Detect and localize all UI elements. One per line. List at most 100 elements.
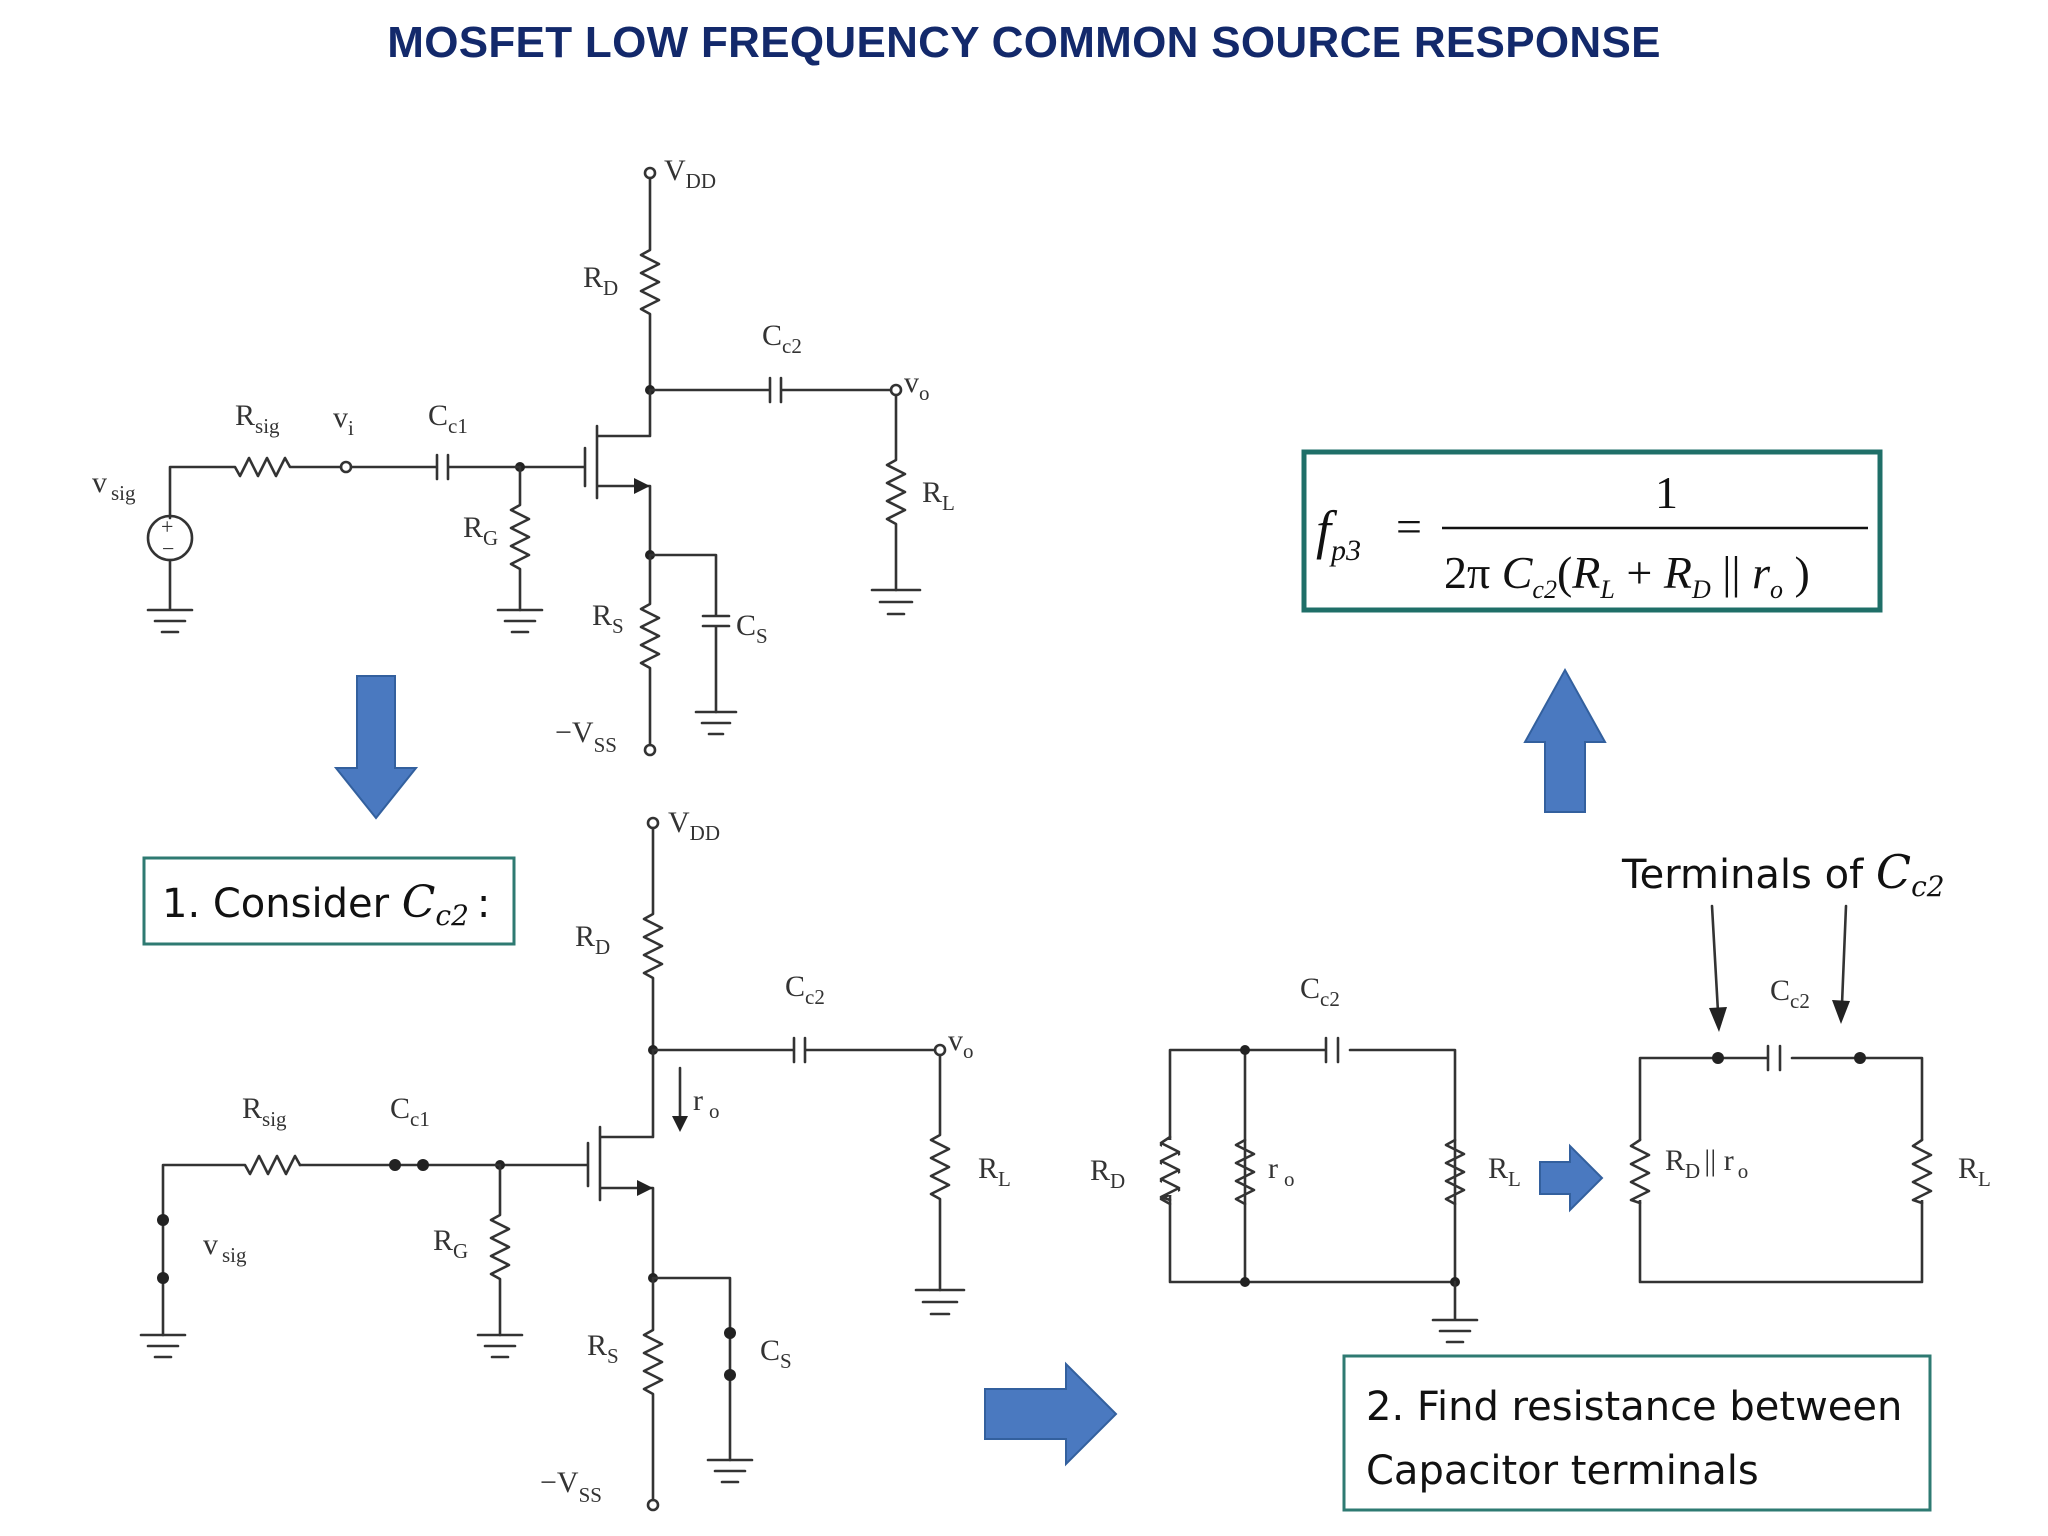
- mosfet-symbol: [518, 388, 652, 557]
- circuit-1: VDD RD Cc2 vo RL CS RS −VSS Cc1 RG vi: [92, 154, 955, 757]
- cc1-label: Cc1: [390, 1092, 430, 1131]
- step2-callout: [1342, 1354, 1932, 1512]
- formula: fp3 = 1 2π Cc2(RL + RD || ro ): [1316, 467, 1868, 604]
- arrow-right-icon: [984, 1361, 1118, 1467]
- rl-label: RL: [978, 1152, 1011, 1191]
- ground-icon: [496, 608, 544, 634]
- rs-label: RS: [592, 599, 624, 638]
- vo-label: vo: [904, 366, 930, 405]
- rl-resistor: [885, 393, 907, 592]
- vo-label: vo: [948, 1024, 974, 1063]
- ground-icon: [476, 1333, 524, 1359]
- cc2-label: Cc2: [1300, 972, 1340, 1011]
- step1-text: 1. Consider Cc2:: [162, 877, 490, 932]
- cs-terminal-bottom: [724, 1369, 736, 1381]
- cc2-label: Cc2: [785, 970, 825, 1009]
- vsig-terminal-top: [157, 1214, 169, 1226]
- ground-icon: [914, 1288, 966, 1316]
- page-title: MOSFET LOW FREQUENCY COMMON SOURCE RESPO…: [387, 18, 1661, 67]
- rl-resistor: [1444, 1138, 1466, 1206]
- step1-callout: [142, 856, 516, 946]
- terminal-pointer-left: [1710, 904, 1720, 1014]
- rsig-resistor: [161, 1154, 302, 1337]
- cc1-terminal-left: [389, 1159, 401, 1171]
- rsig-label: Rsig: [242, 1092, 287, 1131]
- ro-arrowhead-icon: [672, 1116, 688, 1132]
- cc2-capacitor: [648, 376, 893, 404]
- formula-box: [1301, 449, 1883, 613]
- ground-icon: [1431, 1280, 1479, 1344]
- source-arrow-icon: [637, 1180, 653, 1196]
- source-plus: +: [161, 514, 173, 539]
- step2-line2: Capacitor terminals: [1366, 1448, 1759, 1494]
- rl-label: RL: [922, 476, 955, 515]
- terminal-pointer-right: [1840, 904, 1848, 1006]
- rd-label: RD: [583, 261, 618, 300]
- vi-label: vi: [333, 401, 354, 440]
- rg-resistor: [509, 465, 531, 612]
- rd-label: RD: [1090, 1154, 1125, 1193]
- rg-label: RG: [463, 511, 498, 550]
- cc1-label: Cc1: [428, 399, 468, 438]
- formula-numerator: 1: [1655, 467, 1678, 518]
- rl-label: RL: [1958, 1152, 1991, 1191]
- vss-label: −VSS: [540, 1466, 602, 1507]
- rd-ro-resistor: [1629, 1138, 1651, 1205]
- rs-resistor: [642, 1276, 664, 1502]
- vo-terminal: [889, 383, 903, 397]
- cc2-terminal-right: [1854, 1052, 1866, 1064]
- rs-resistor: [639, 553, 661, 747]
- source-minus: −: [162, 536, 174, 561]
- cc2-label: Cc2: [762, 319, 802, 358]
- rl-resistor: [929, 1053, 951, 1292]
- pointer-arrowhead-icon: [1832, 1000, 1850, 1024]
- formula-equals: =: [1396, 501, 1422, 552]
- ground-icon: [139, 1333, 187, 1359]
- rg-resistor: [298, 1163, 511, 1337]
- equivalent-loop: [1168, 1036, 1457, 1284]
- step2-line1: 2. Find resistance between: [1366, 1384, 1902, 1430]
- vdd-terminal: [643, 166, 657, 180]
- node: [1240, 1045, 1250, 1055]
- arrow-down-icon: [333, 675, 419, 820]
- source-arrow-icon: [634, 478, 650, 494]
- vdd-label: VDD: [668, 806, 720, 845]
- rl-resistor: [1911, 1138, 1933, 1205]
- node: [1240, 1277, 1250, 1287]
- arrow-right-small-icon: [1539, 1143, 1604, 1213]
- rg-label: RG: [433, 1224, 468, 1263]
- rd-resistor: [642, 826, 664, 1052]
- cs-capacitor: [648, 553, 731, 714]
- rl-label: RL: [1488, 1152, 1521, 1191]
- formula-denominator: 2π Cc2(RL + RD || ro ): [1444, 547, 1810, 604]
- cc2-terminal-left: [1712, 1052, 1724, 1064]
- simplified-loop: [1638, 1044, 1924, 1284]
- cc2-label: Cc2: [1770, 974, 1810, 1013]
- cc1-terminal-right: [417, 1159, 429, 1171]
- ground-icon: [870, 588, 922, 616]
- cs-label: CS: [736, 609, 768, 648]
- vss-label: −VSS: [555, 716, 617, 757]
- rs-label: RS: [587, 1329, 619, 1368]
- ground-icon: [146, 558, 194, 634]
- cc2-capacitor: [651, 1036, 937, 1064]
- ro-resistor: [1234, 1138, 1256, 1206]
- arrow-up-icon: [1523, 667, 1607, 813]
- rd-resistor: [639, 176, 661, 392]
- cs-terminal-top: [724, 1327, 736, 1339]
- cs-short: [651, 1276, 732, 1462]
- vdd-label: VDD: [664, 154, 716, 193]
- vss-terminal: [643, 743, 657, 757]
- vi-terminal: [339, 460, 353, 474]
- vsig-terminal-bottom: [157, 1272, 169, 1284]
- mosfet-symbol: [498, 1048, 655, 1280]
- vdd-terminal: [646, 816, 660, 830]
- rsig-label: Rsig: [235, 399, 280, 438]
